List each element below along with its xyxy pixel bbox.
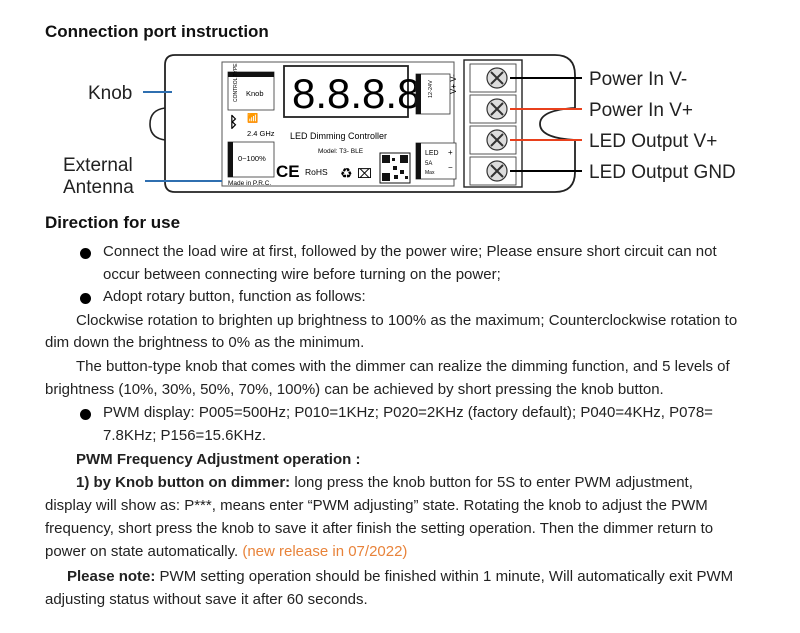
screw-slot <box>490 164 504 178</box>
bullet-dot <box>80 248 91 259</box>
led-display <box>283 65 409 118</box>
power-voltage: 12-24V <box>428 80 434 98</box>
control-type-label: CONTROL TYPE <box>233 63 239 102</box>
bullet1-line2: occur between connecting wire before tur… <box>103 266 501 283</box>
step1-line3: frequency, short press the knob to save … <box>45 520 714 537</box>
note-line1-rest: PWM setting operation should be finished… <box>155 568 734 585</box>
antenna-label-line1: External <box>63 155 133 176</box>
model-number: Model: T3- BLE <box>318 148 364 155</box>
bullet1-line1: Connect the load wire at first, followed… <box>103 243 717 260</box>
step1-line1-rest: long press the knob button for 5S to ent… <box>290 474 693 491</box>
screw-slot <box>490 133 504 147</box>
bullet-dot <box>80 293 91 304</box>
bluetooth-freq: 2.4 GHz <box>247 129 275 138</box>
wiring-diagram: CONTROL TYPE Knob ᛒ 📶 2.4 GHz 0~100% Mad… <box>63 54 736 198</box>
step1-line4: power on state automatically. (new relea… <box>45 543 407 560</box>
note-line2: adjusting status without save it after 6… <box>45 591 368 608</box>
bullet3-line1: PWM display: P005=500Hz; P010=1KHz; P020… <box>103 404 713 421</box>
knob-label: Knob <box>88 83 132 104</box>
note-bold: Please note: <box>67 568 156 585</box>
terminal-label: Power In V+ <box>589 100 693 121</box>
output-current: 5A <box>425 161 432 167</box>
control-type-value: Knob <box>246 89 264 98</box>
made-in: Made in P.R.C. <box>228 180 271 187</box>
screw-slot <box>490 102 504 116</box>
output-minus: − <box>448 163 453 172</box>
para1-line2: dim down the brightness to 0% as the min… <box>45 334 365 351</box>
qr-code-icon <box>379 152 411 184</box>
brightness-value: 0~100% <box>238 154 266 163</box>
terminal-label: LED Output GND <box>589 162 736 183</box>
device-name: LED Dimming Controller <box>290 131 387 141</box>
bluetooth-icon: ᛒ <box>229 114 238 131</box>
weee-bin-icon: ⌧ <box>357 166 372 181</box>
section-title-direction: Direction for use <box>45 213 181 232</box>
power-pins: V+ V- <box>449 74 458 94</box>
note-line1: Please note: PWM setting operation shoul… <box>67 568 733 585</box>
step1-line4-text: power on state automatically. <box>45 543 243 560</box>
terminal-label: Power In V- <box>589 69 687 90</box>
pwm-heading: PWM Frequency Adjustment operation : <box>76 451 361 468</box>
step1-line1: 1) by Knob button on dimmer: long press … <box>76 474 693 491</box>
display-readout: 8.8.8.8. <box>292 70 432 117</box>
output-led: LED <box>425 150 439 157</box>
terminal-label: LED Output V+ <box>589 131 717 152</box>
para2-line1: The button-type knob that comes with the… <box>76 358 730 375</box>
rohs-mark: RoHS <box>305 167 328 177</box>
output-max: Max <box>425 170 435 176</box>
antenna-label-line2: Antenna <box>63 177 134 198</box>
ce-mark: CE <box>276 162 300 181</box>
output-plus: + <box>448 148 453 157</box>
step1-line2: display will show as: P***, means enter … <box>45 497 708 514</box>
release-note: (new release in 07/2022) <box>242 543 408 560</box>
bullet2-line1: Adopt rotary button, function as follows… <box>103 288 366 305</box>
bullet3-line2: 7.8KHz; P156=15.6KHz. <box>103 427 267 444</box>
step1-bold: 1) by Knob button on dimmer: <box>76 474 291 491</box>
bullet-dot <box>80 409 91 420</box>
para2-line2: brightness (10%, 30%, 50%, 70%, 100%) ca… <box>45 381 664 398</box>
section-title-connection: Connection port instruction <box>45 22 269 41</box>
screw-slot <box>490 71 504 85</box>
recycle-icon: ♻ <box>340 165 353 181</box>
wifi-icon: 📶 <box>247 112 258 123</box>
para1-line1: Clockwise rotation to brighten up bright… <box>76 312 738 329</box>
